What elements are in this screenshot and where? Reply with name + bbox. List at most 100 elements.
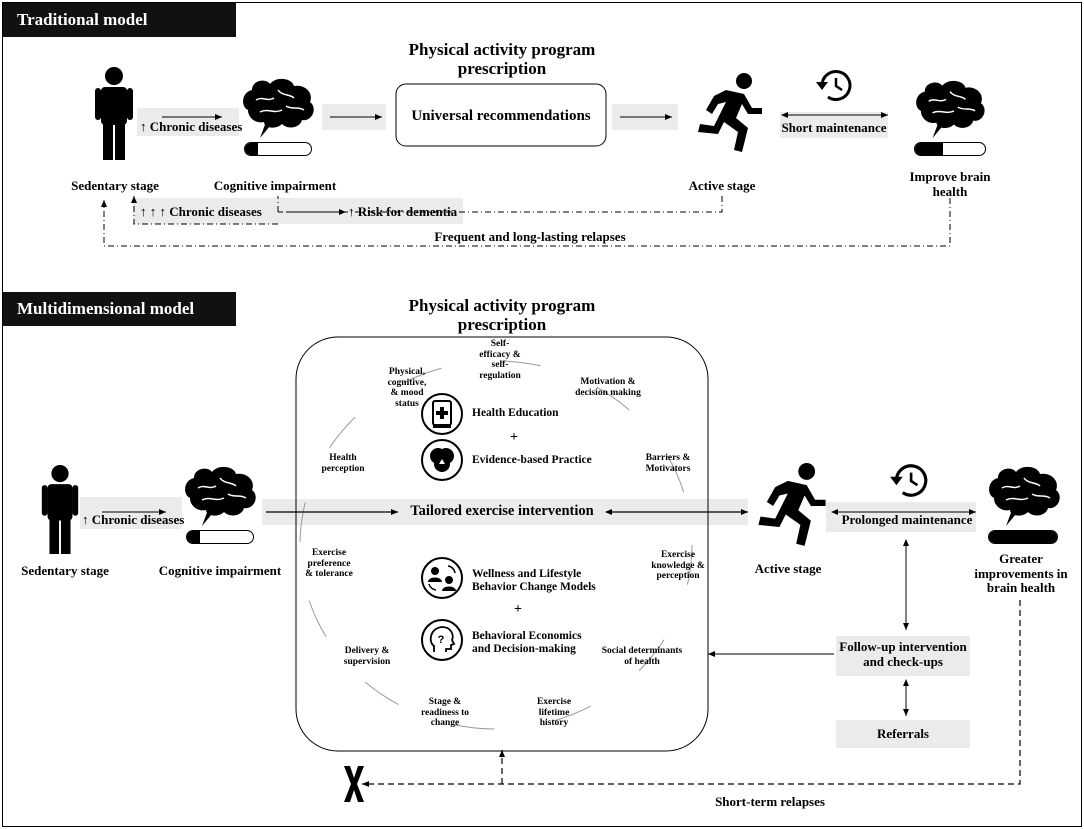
wellness-label: Wellness and Lifestyle Behavior Change M… [472,568,596,594]
clock-history-icon-bottom [890,464,928,497]
motivation-line2: decision making [575,387,641,398]
exercise-knowledge-label: Exercise knowledge & perception [638,550,718,582]
improve-line2: health [932,183,968,199]
greater-bar [988,530,1058,544]
greater-line1: Greater [999,551,1043,566]
social-determinants-label: Social determinants of health [592,646,692,667]
health-perception-line1: Health [329,453,357,463]
physical-line2: cognitive, [387,377,427,388]
wellness-line2: Behavior Change Models [472,580,596,593]
lifetime-line1: Exercise [536,697,572,707]
self-efficacy-label: Self- efficacy & self- regulation [460,339,540,382]
relapse-x-icon [344,766,364,802]
bottom-active-label: Active stage [754,561,822,576]
greater-improvements-label: Greater improvements in brain health [966,551,1076,596]
universal-recommendations: Universal recommendations [411,108,591,124]
lifetime-history-label: Exercise lifetime history [522,697,586,729]
physical-line1: Physical, [388,367,426,377]
top-cognitive-label: Cognitive impairment [213,178,337,193]
followup-bg [836,636,970,676]
referrals-label: Referrals [877,726,929,741]
frequent-relapses-label: Frequent and long-lasting relapses [370,229,690,245]
svg-text:?: ? [438,634,445,646]
prolonged-maintenance-label: Prolonged maintenance [841,512,973,527]
exercise-pref-line1: Exercise [311,548,347,558]
exercise-knowledge-line2: knowledge & [651,560,705,571]
improve-bar [914,142,986,156]
greater-line3: brain health [986,580,1056,596]
self-efficacy-line1: Self- [490,339,510,349]
brain-icon-bottom [185,466,256,526]
evidence-venn-icon [421,439,463,481]
physical-line3: & mood [390,388,424,399]
top-prescription-title: Physical activity program prescription [370,40,634,78]
self-efficacy-line2: efficacy & [479,349,521,360]
runner-icon-top [698,73,762,152]
clock-history-icon-top [816,70,852,101]
exercise-preference-label: Exercise preference & tolerance [294,548,364,580]
brain-icon-improve [916,80,985,139]
behavioral-line2: and Decision-making [472,642,576,655]
physical-line4: status [395,398,419,409]
sedentary-person-icon-bottom [41,464,79,554]
health-education-label: Health Education [472,407,559,419]
self-efficacy-line4: regulation [479,370,521,381]
decision-head-icon: ? [421,619,463,661]
brain-bar-top [244,142,312,156]
stage-line1: Stage & [428,697,462,707]
delivery-line1: Delivery & [344,646,390,656]
runner-icon-bottom [758,463,826,546]
bottom-prescription-title: Physical activity program prescription [370,296,634,334]
lifetime-line2: lifetime [538,707,570,718]
plus-sign-1: + [510,430,518,445]
barriers-line2: Motivators [645,463,691,474]
top-chronic-label: ↑ Chronic diseases [140,119,243,134]
delivery-label: Delivery & supervision [330,646,404,667]
delivery-line2: supervision [343,656,391,667]
greater-line2: improvements in [974,565,1068,581]
bottom-prescription-line1: Physical activity program [408,296,596,315]
short-maintenance-label: Short maintenance [781,120,887,135]
stage-readiness-label: Stage & readiness to change [412,697,478,729]
brain-bar-bottom-fill [187,531,201,543]
tailored-label: Tailored exercise intervention [410,503,594,519]
chronic-bg-top [137,108,239,136]
stage-line3: change [430,718,460,729]
top-sedentary-label: Sedentary stage [71,178,159,193]
plus-sign-2: + [514,602,522,617]
exercise-pref-line2: preference [307,558,351,569]
chronic3-label: ↑ ↑ ↑ Chronic diseases [140,204,262,219]
physical-status-label: Physical, cognitive, & mood status [372,367,442,410]
stage-line2: readiness to [420,707,470,718]
greater-bar-fill [989,531,1057,543]
exercise-knowledge-line3: perception [656,571,700,582]
referrals-bg [836,720,970,748]
sedentary-person-icon-top [95,67,133,160]
health-book-icon [421,393,463,435]
traditional-header: Traditional model [3,3,236,37]
wellness-line1: Wellness and Lifestyle [472,568,582,580]
health-perception-line2: perception [321,463,365,474]
top-active-label: Active stage [688,178,756,193]
lifetime-line3: history [539,718,569,729]
behavioral-line1: Behavioral Economics [472,630,582,642]
motivation-label: Motivation & decision making [558,377,658,398]
self-efficacy-line3: self- [491,360,509,371]
brain-bar-bottom [186,530,254,544]
maintenance-bg-bottom [826,502,976,532]
social-line1: Social determinants [601,646,683,656]
multidimensional-header: Multidimensional model [3,292,236,326]
top-prescription-line2: prescription [457,59,547,79]
risk-label: ↑ Risk for dementia [348,204,458,219]
improve-bar-fill [915,143,943,155]
bottom-cognitive-label: Cognitive impairment [158,563,282,578]
behavioral-label: Behavioral Economics and Decision-making [472,630,582,656]
risk-bg [133,198,463,224]
evidence-label: Evidence-based Practice [472,454,592,466]
brain-bar-top-fill [245,143,259,155]
behavior-change-people-icon [421,557,463,599]
short-term-relapses-label: Short-term relapses [715,794,825,809]
exercise-pref-line3: & tolerance [305,569,353,580]
